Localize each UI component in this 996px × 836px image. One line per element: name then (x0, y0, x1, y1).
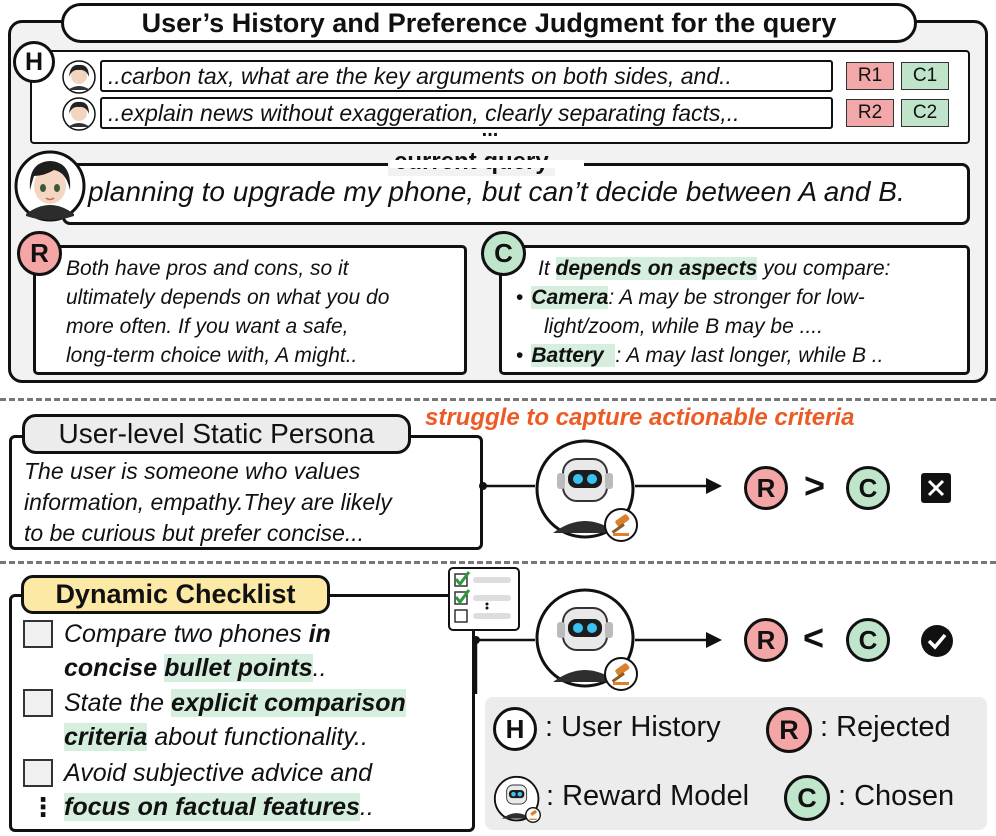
history-rejected-tag-2: R2 (846, 99, 894, 127)
history-item-1: ..carbon tax, what are the key arguments… (100, 60, 833, 92)
static-verdict (920, 472, 952, 504)
static-warning: struggle to capture actionable criteria (425, 404, 855, 431)
static-persona-box (9, 435, 483, 550)
legend-reward-model-icon (493, 775, 543, 825)
checklist-icon (447, 566, 521, 632)
dynamic-result-rejected: R (744, 618, 788, 662)
separator-2 (0, 561, 996, 564)
static-result-chosen: C (846, 466, 890, 510)
current-query-text: planning to upgrade my phone, but can’t … (88, 176, 905, 207)
reward-model-static (533, 437, 643, 547)
chosen-response-text: It depends on aspects you compare: •Came… (516, 257, 891, 367)
checklist-icon (448, 567, 520, 631)
separator-1 (0, 398, 996, 401)
history-item-2: ..explain news without exaggeration, cle… (100, 97, 833, 129)
panel-title-text: User’s History and Preference Judgment f… (141, 7, 837, 38)
legend (485, 697, 987, 830)
robot-judge-icon (535, 439, 638, 542)
static-persona-label: User-level Static Persona (22, 414, 411, 454)
checklist-checkbox-2 (23, 689, 53, 717)
history-chosen-tag-1: C1 (901, 62, 949, 90)
dynamic-checklist-label: Dynamic Checklist (21, 575, 330, 614)
dynamic-result-operator: < (803, 617, 825, 658)
static-persona-text: The user is someone who values informati… (24, 458, 392, 546)
history-avatar-1 (62, 60, 96, 94)
rejected-response-box (33, 245, 467, 375)
checklist-more: ⋮ (30, 792, 56, 822)
legend-chosen-marker: C (784, 775, 830, 821)
checklist-checkbox-3 (23, 759, 53, 787)
history-rejected-tag-1: R1 (846, 62, 894, 90)
checklist-item-3: Avoid subjective advice and focus on fac… (64, 759, 374, 821)
checklist-item-2: State the explicit comparison criteria a… (64, 689, 406, 751)
check-icon (921, 625, 953, 657)
checklist-item-1: Compare two phones in concise bullet poi… (64, 620, 331, 682)
checklist-checkbox-1 (23, 620, 53, 648)
history-chosen-tag-2: C2 (901, 99, 949, 127)
user-avatar-icon (62, 97, 96, 131)
dynamic-result-chosen: C (846, 618, 890, 662)
panel-title: User’s History and Preference Judgment f… (61, 3, 917, 43)
legend-chosen-label: : Chosen (838, 780, 955, 812)
legend-reward-model-label: : Reward Model (546, 780, 750, 812)
user-avatar-icon (62, 60, 96, 94)
legend-history-label: : User History (545, 711, 721, 743)
static-result-operator: > (804, 465, 826, 506)
legend-history-marker: H (493, 707, 537, 751)
current-user-avatar (14, 150, 86, 222)
rejected-marker: R (17, 231, 62, 276)
history-ellipsis: ... (481, 119, 499, 141)
static-result-rejected: R (744, 466, 788, 510)
history-marker: H (13, 41, 55, 83)
legend-rejected-marker: R (766, 707, 812, 753)
rejected-response-text: Both have pros and cons, so it ultimatel… (66, 257, 390, 367)
history-avatar-2 (62, 97, 96, 131)
current-query-label-mask (390, 160, 584, 168)
robot-judge-icon (493, 775, 541, 823)
robot-judge-icon (535, 588, 638, 691)
cross-icon (921, 473, 951, 503)
user-avatar-icon (14, 150, 86, 222)
chosen-marker: C (481, 231, 526, 276)
legend-rejected-label: : Rejected (820, 711, 951, 743)
reward-model-dynamic (533, 586, 643, 696)
dynamic-verdict (920, 624, 954, 658)
